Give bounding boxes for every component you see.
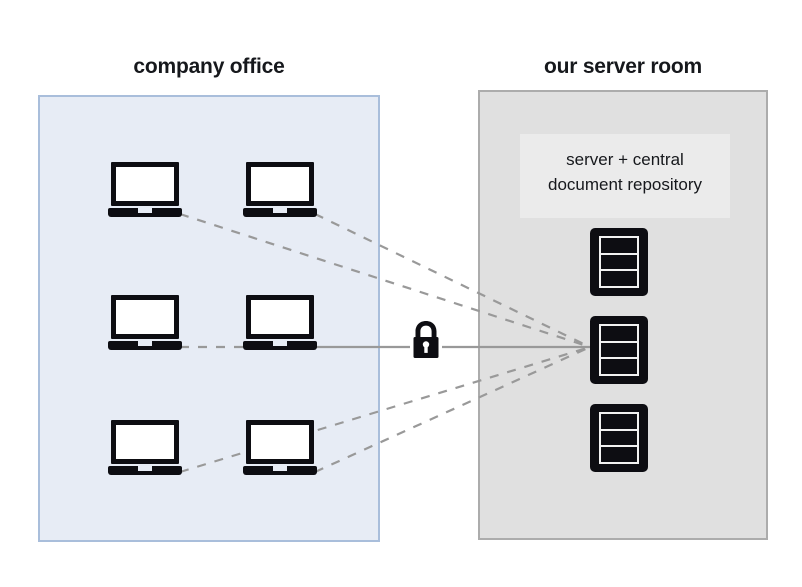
laptop-trackpad-notch xyxy=(273,341,287,346)
rack-slot xyxy=(601,340,637,358)
rack-slots xyxy=(599,324,639,376)
laptop-screen xyxy=(246,162,314,206)
server-description-line-1: server + central xyxy=(566,150,684,169)
rack-slots xyxy=(599,412,639,464)
laptop-icon[interactable] xyxy=(243,162,317,219)
rack-slot xyxy=(601,252,637,270)
laptop-icon[interactable] xyxy=(108,295,182,352)
rack-slot xyxy=(601,414,637,429)
server-label-panel xyxy=(520,134,730,218)
server-rack-icon[interactable] xyxy=(590,404,648,472)
rack-slots xyxy=(599,236,639,288)
office-zone-title: company office xyxy=(133,55,285,78)
rack-slot xyxy=(601,357,637,375)
server-description-line-2: document repository xyxy=(547,175,703,194)
rack-slot xyxy=(601,326,637,341)
padlock-icon xyxy=(410,318,442,360)
laptop-screen xyxy=(246,295,314,339)
laptop-trackpad-notch xyxy=(138,208,152,213)
server-room-zone: server + central document repository xyxy=(478,90,768,540)
laptop-trackpad-notch xyxy=(273,208,287,213)
server-zone-title: our server room xyxy=(543,55,703,78)
rack-slot xyxy=(601,238,637,253)
laptop-trackpad-notch xyxy=(273,466,287,471)
laptop-icon[interactable] xyxy=(243,420,317,477)
rack-slot xyxy=(601,445,637,463)
laptop-icon[interactable] xyxy=(243,295,317,352)
laptop-screen xyxy=(111,295,179,339)
laptop-icon[interactable] xyxy=(108,162,182,219)
laptop-trackpad-notch xyxy=(138,341,152,346)
rack-slot xyxy=(601,428,637,446)
server-rack-icon[interactable] xyxy=(590,228,648,296)
laptop-screen xyxy=(246,420,314,464)
server-rack-icon[interactable] xyxy=(590,316,648,384)
rack-slot xyxy=(601,269,637,287)
server-room-description: server + central document repository xyxy=(500,147,750,197)
laptop-icon[interactable] xyxy=(108,420,182,477)
company-office-zone xyxy=(38,95,380,542)
laptop-trackpad-notch xyxy=(138,466,152,471)
laptop-screen xyxy=(111,420,179,464)
laptop-screen xyxy=(111,162,179,206)
